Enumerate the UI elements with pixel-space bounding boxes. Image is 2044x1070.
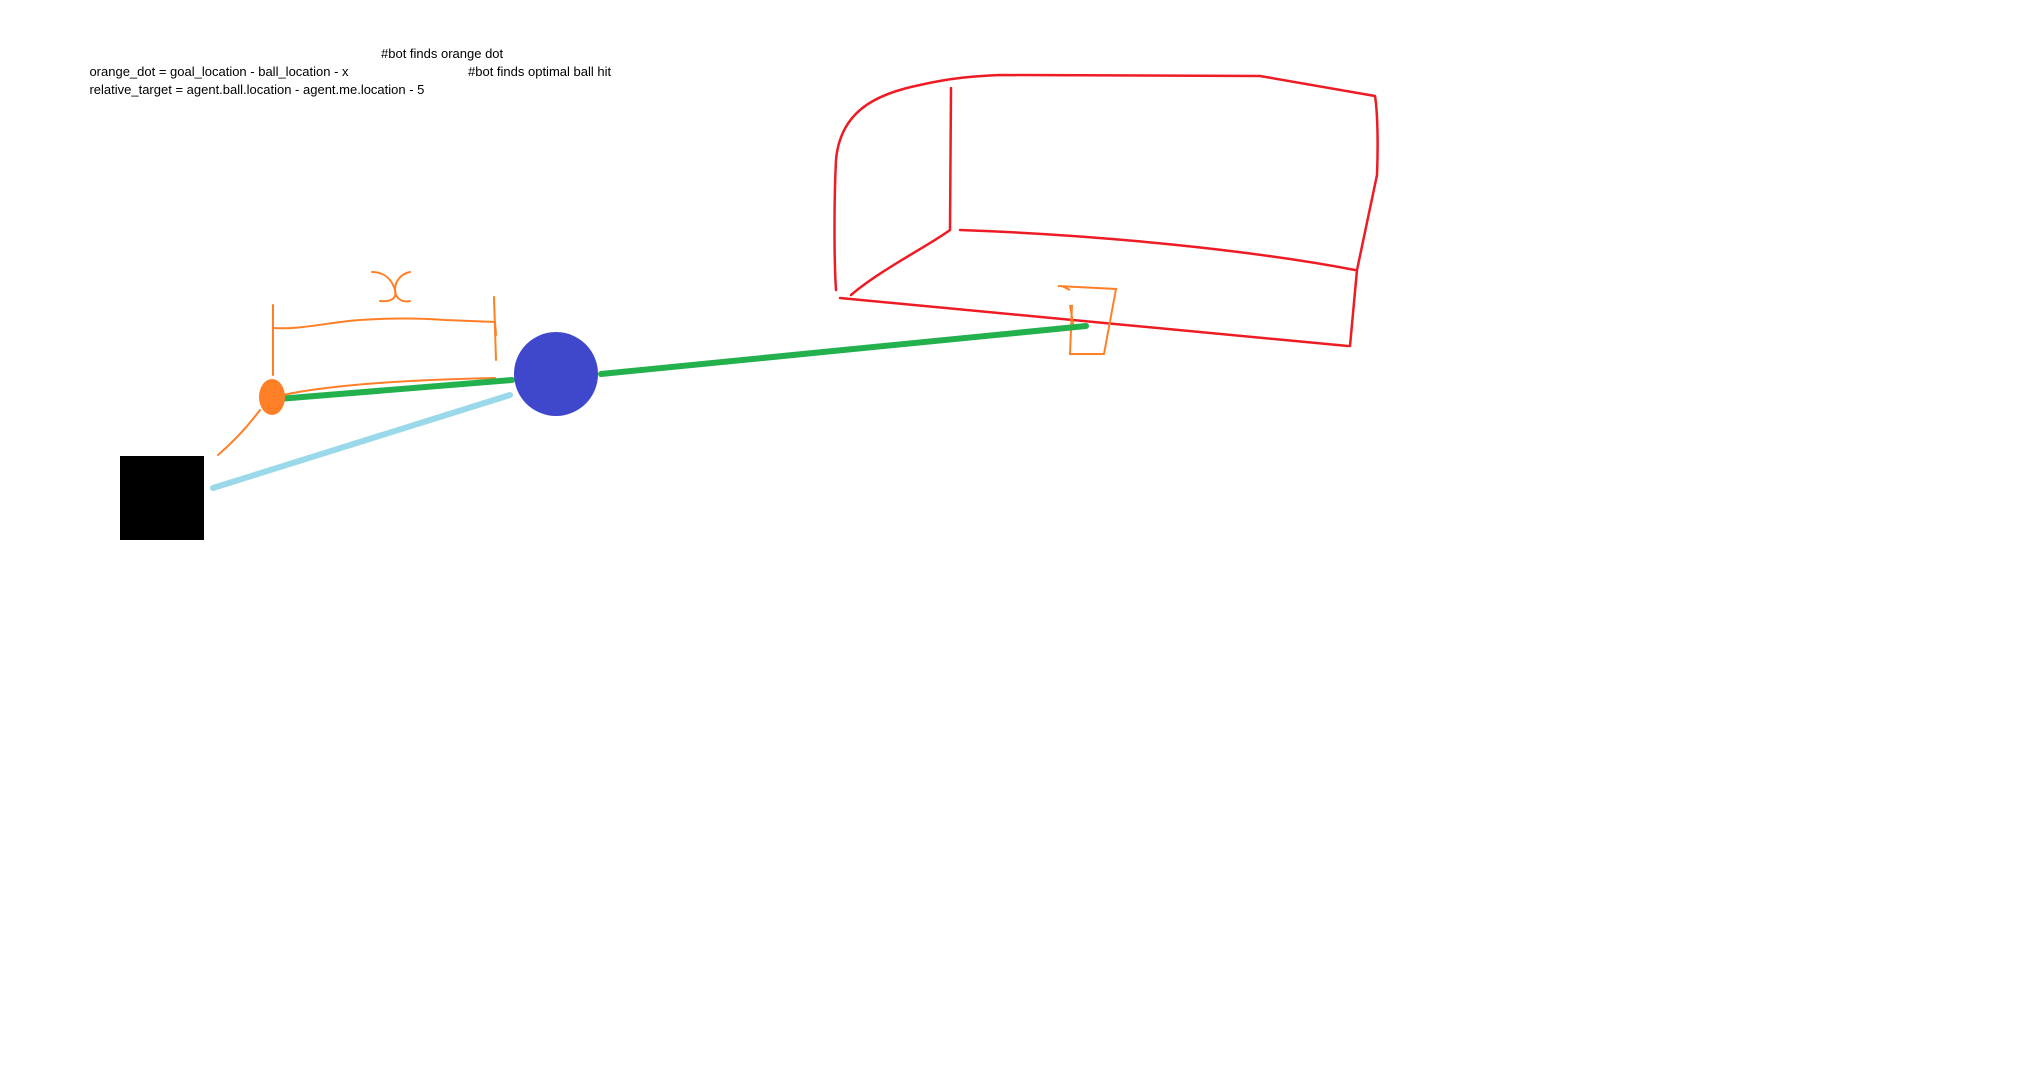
goal-post-back bbox=[948, 86, 953, 232]
car-square bbox=[120, 456, 204, 540]
note-line-1: orange_dot = goal_location - ball_locati… bbox=[75, 45, 503, 79]
note-line-1-comment: #bot finds orange dot bbox=[381, 46, 504, 61]
goal-drawing bbox=[833, 73, 1379, 348]
goal-front-line bbox=[838, 296, 1350, 348]
goal-outline bbox=[833, 73, 1379, 348]
ball bbox=[514, 332, 598, 416]
note-line-2: relative_target = agent.ball.location - … bbox=[75, 63, 611, 97]
green-path-to-ball bbox=[275, 377, 515, 402]
note-line-2-code: relative_target = agent.ball.location - … bbox=[89, 82, 425, 97]
x-label-glyph bbox=[371, 271, 411, 303]
note-line-2-comment: #bot finds optimal ball hit bbox=[468, 64, 612, 79]
x-dimension-bracket bbox=[217, 296, 497, 456]
goal-bottom-left bbox=[849, 228, 952, 297]
blue-path-car-to-ball bbox=[210, 392, 513, 491]
orange-dot bbox=[259, 379, 285, 415]
green-path-to-goal bbox=[598, 323, 1089, 377]
goal-back-bar bbox=[958, 228, 1357, 272]
note-line-1-code: orange_dot = goal_location - ball_locati… bbox=[89, 64, 349, 79]
notes-text: orange_dot = goal_location - ball_locati… bbox=[75, 45, 611, 97]
